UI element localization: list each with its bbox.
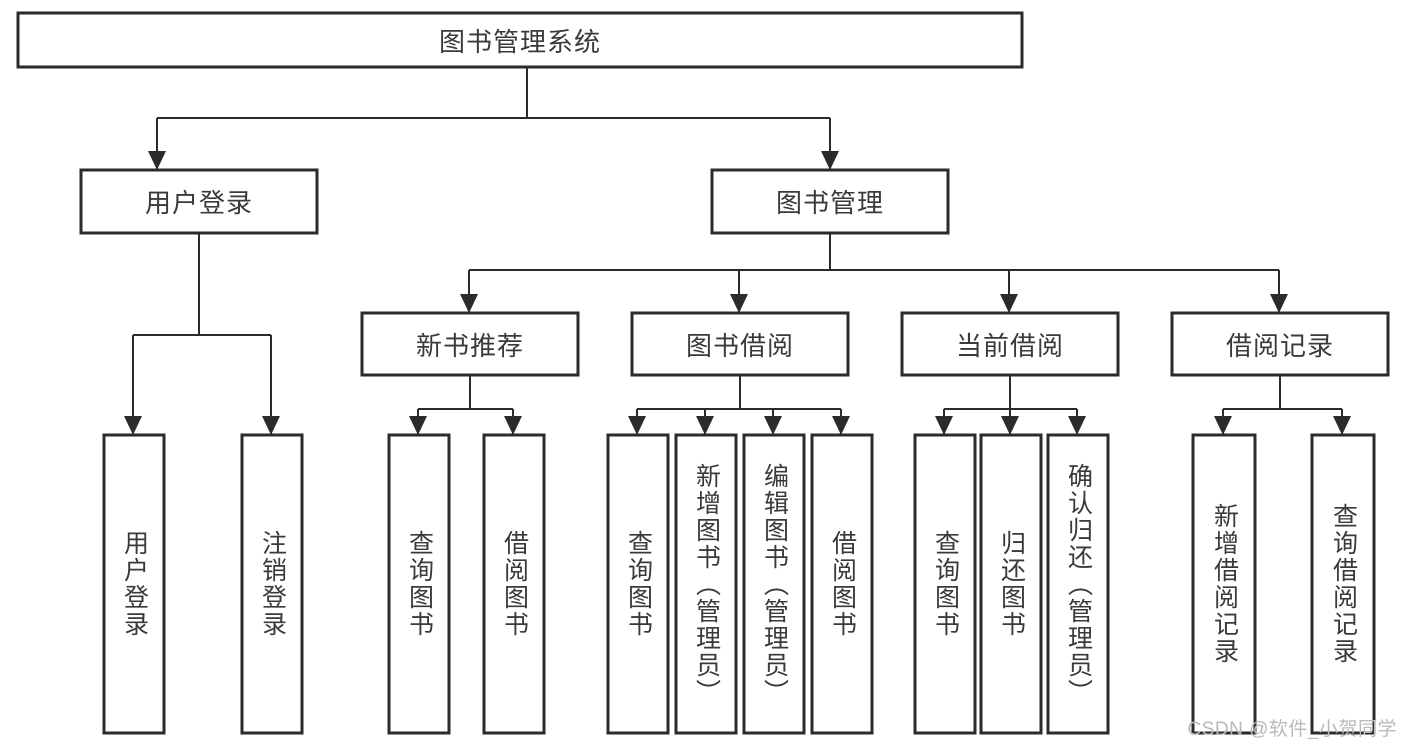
node-box-leaf-edit-book-admin[interactable] bbox=[742, 433, 806, 735]
node-box-layer bbox=[16, 11, 1390, 735]
node-box-book-borrow[interactable] bbox=[630, 311, 850, 377]
arrow-head-icon bbox=[935, 416, 953, 435]
node-box-new-book-recommend[interactable] bbox=[360, 311, 580, 377]
node-box-user-login[interactable] bbox=[79, 168, 319, 235]
node-box-leaf-query-book-rec[interactable] bbox=[387, 433, 451, 735]
arrow-head-icon bbox=[124, 416, 142, 435]
watermark-text: CSDN @软件_小贺同学 bbox=[1187, 719, 1397, 740]
node-box-leaf-borrow-book[interactable] bbox=[810, 433, 874, 735]
connector-conn-new-book-bus bbox=[416, 375, 515, 435]
connector-conn-book-manage-bus bbox=[467, 233, 1281, 313]
arrow-head-icon bbox=[1270, 294, 1288, 313]
arrow-head-icon bbox=[628, 416, 646, 435]
arrow-head-icon bbox=[460, 294, 478, 313]
arrow-head-icon bbox=[1000, 294, 1018, 313]
node-box-leaf-logout[interactable] bbox=[240, 433, 304, 735]
arrow-head-icon bbox=[1214, 416, 1232, 435]
node-box-leaf-add-borrow-record[interactable] bbox=[1191, 433, 1257, 735]
arrow-head-icon bbox=[504, 416, 522, 435]
arrow-head-icon bbox=[148, 151, 166, 170]
connector-conn-user-login-bus bbox=[131, 233, 273, 435]
arrow-head-icon bbox=[821, 151, 839, 170]
node-box-leaf-add-book-admin[interactable] bbox=[674, 433, 738, 735]
connector-conn-book-borrow-bus bbox=[635, 375, 843, 435]
node-box-root[interactable] bbox=[16, 11, 1024, 69]
node-box-borrow-record[interactable] bbox=[1170, 311, 1390, 377]
arrow-head-icon bbox=[764, 416, 782, 435]
arrow-head-icon bbox=[730, 294, 748, 313]
arrow-head-icon bbox=[1333, 416, 1351, 435]
node-box-leaf-borrow-book-rec[interactable] bbox=[482, 433, 546, 735]
node-box-leaf-user-login[interactable] bbox=[102, 433, 166, 735]
arrow-head-icon bbox=[409, 416, 427, 435]
connector-conn-root-bus bbox=[155, 67, 832, 170]
node-box-leaf-query-book-cur[interactable] bbox=[913, 433, 977, 735]
node-box-leaf-confirm-return-admin[interactable] bbox=[1046, 433, 1110, 735]
node-box-current-borrow[interactable] bbox=[900, 311, 1120, 377]
connector-layer bbox=[124, 67, 1351, 435]
node-box-leaf-query-borrow-record[interactable] bbox=[1310, 433, 1376, 735]
arrow-head-icon bbox=[262, 416, 280, 435]
arrow-head-icon bbox=[696, 416, 714, 435]
arrow-head-icon bbox=[1001, 416, 1019, 435]
arrow-head-icon bbox=[832, 416, 850, 435]
node-box-leaf-return-book[interactable] bbox=[979, 433, 1043, 735]
node-box-book-manage[interactable] bbox=[710, 168, 950, 235]
node-box-leaf-query-book-borrow[interactable] bbox=[606, 433, 670, 735]
arrow-head-icon bbox=[1068, 416, 1086, 435]
connector-conn-borrow-record-bus bbox=[1221, 375, 1344, 435]
